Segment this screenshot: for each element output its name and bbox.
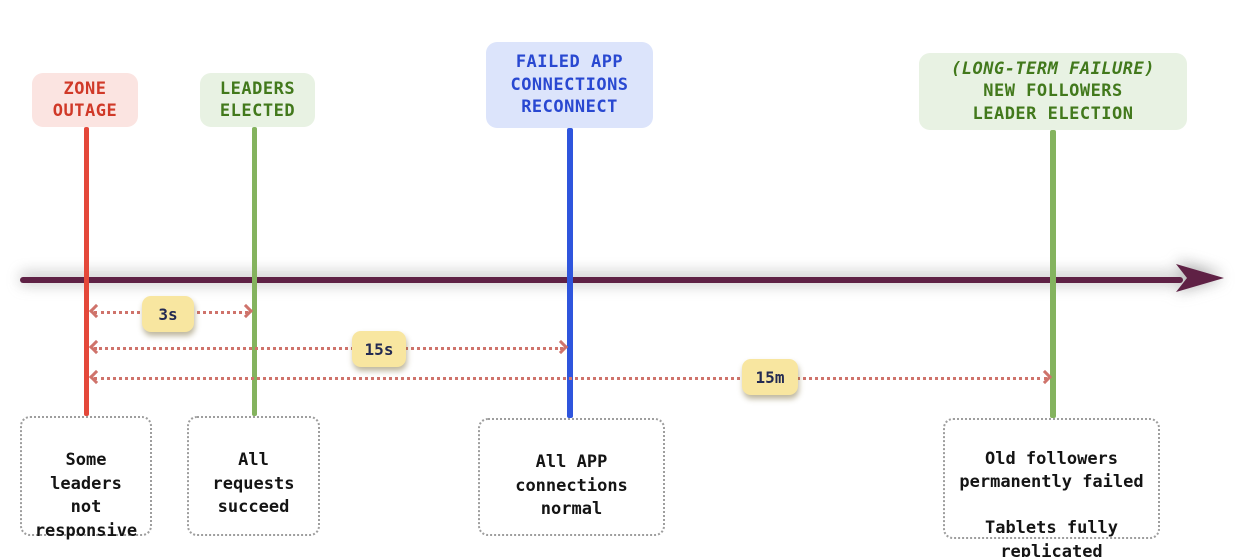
- duration-badge-3s: 3s: [142, 296, 194, 332]
- timeline-axis-line: [20, 277, 1183, 283]
- event-line-zone-outage: [84, 127, 89, 416]
- duration-arrow-15m: [88, 369, 1053, 385]
- note-text: All APP connections normal: [515, 451, 628, 520]
- event-line-new-followers-leader-election: [1050, 130, 1056, 418]
- arrow-left-head-icon: [88, 369, 104, 385]
- arrow-right-head-icon: [238, 303, 254, 319]
- duration-arrow-15s: [88, 339, 569, 355]
- event-label-new-followers-leader-election: (LONG-TERM FAILURE) NEW FOLLOWERS LEADER…: [919, 53, 1187, 130]
- event-label-text: LEADERS ELECTED: [219, 78, 296, 121]
- event-label-failed-app-connections-reconnect: FAILED APP CONNECTIONS RECONNECT: [486, 42, 653, 128]
- arrow-right-head-icon: [553, 339, 569, 355]
- event-label-text: NEW FOLLOWERS LEADER ELECTION: [972, 81, 1134, 124]
- event-line-leaders-elected: [252, 127, 257, 416]
- event-label-italic-prefix: (LONG-TERM FAILURE): [951, 58, 1155, 79]
- note-box-zone-outage: Some leaders not responsive: [20, 416, 152, 541]
- event-label-zone-outage: ZONE OUTAGE: [32, 73, 138, 127]
- event-line-failed-app-connections-reconnect: [567, 128, 573, 418]
- arrow-left-head-icon: [88, 303, 104, 319]
- note-box-new-followers-leader-election: Old followers permanently failed Tablets…: [943, 418, 1160, 557]
- timeline-arrowhead-icon: [1176, 264, 1224, 292]
- duration-badge-label: 3s: [158, 304, 178, 324]
- note-text: Some leaders not responsive: [34, 449, 138, 542]
- note-box-failed-app-connections-reconnect: All APP connections normal: [478, 418, 665, 536]
- arrow-left-head-icon: [88, 339, 104, 355]
- note-text: All requests succeed: [212, 449, 295, 518]
- duration-badge-label: 15m: [755, 367, 785, 387]
- event-label-text: FAILED APP CONNECTIONS RECONNECT: [510, 52, 629, 118]
- duration-badge-label: 15s: [364, 339, 394, 359]
- event-label-leaders-elected: LEADERS ELECTED: [200, 73, 315, 127]
- note-box-leaders-elected: All requests succeed: [187, 416, 320, 536]
- note-text: Old followers permanently failed Tablets…: [959, 449, 1144, 557]
- event-label-text: ZONE OUTAGE: [52, 78, 118, 121]
- duration-badge-15s: 15s: [352, 331, 406, 367]
- duration-badge-15m: 15m: [742, 359, 798, 395]
